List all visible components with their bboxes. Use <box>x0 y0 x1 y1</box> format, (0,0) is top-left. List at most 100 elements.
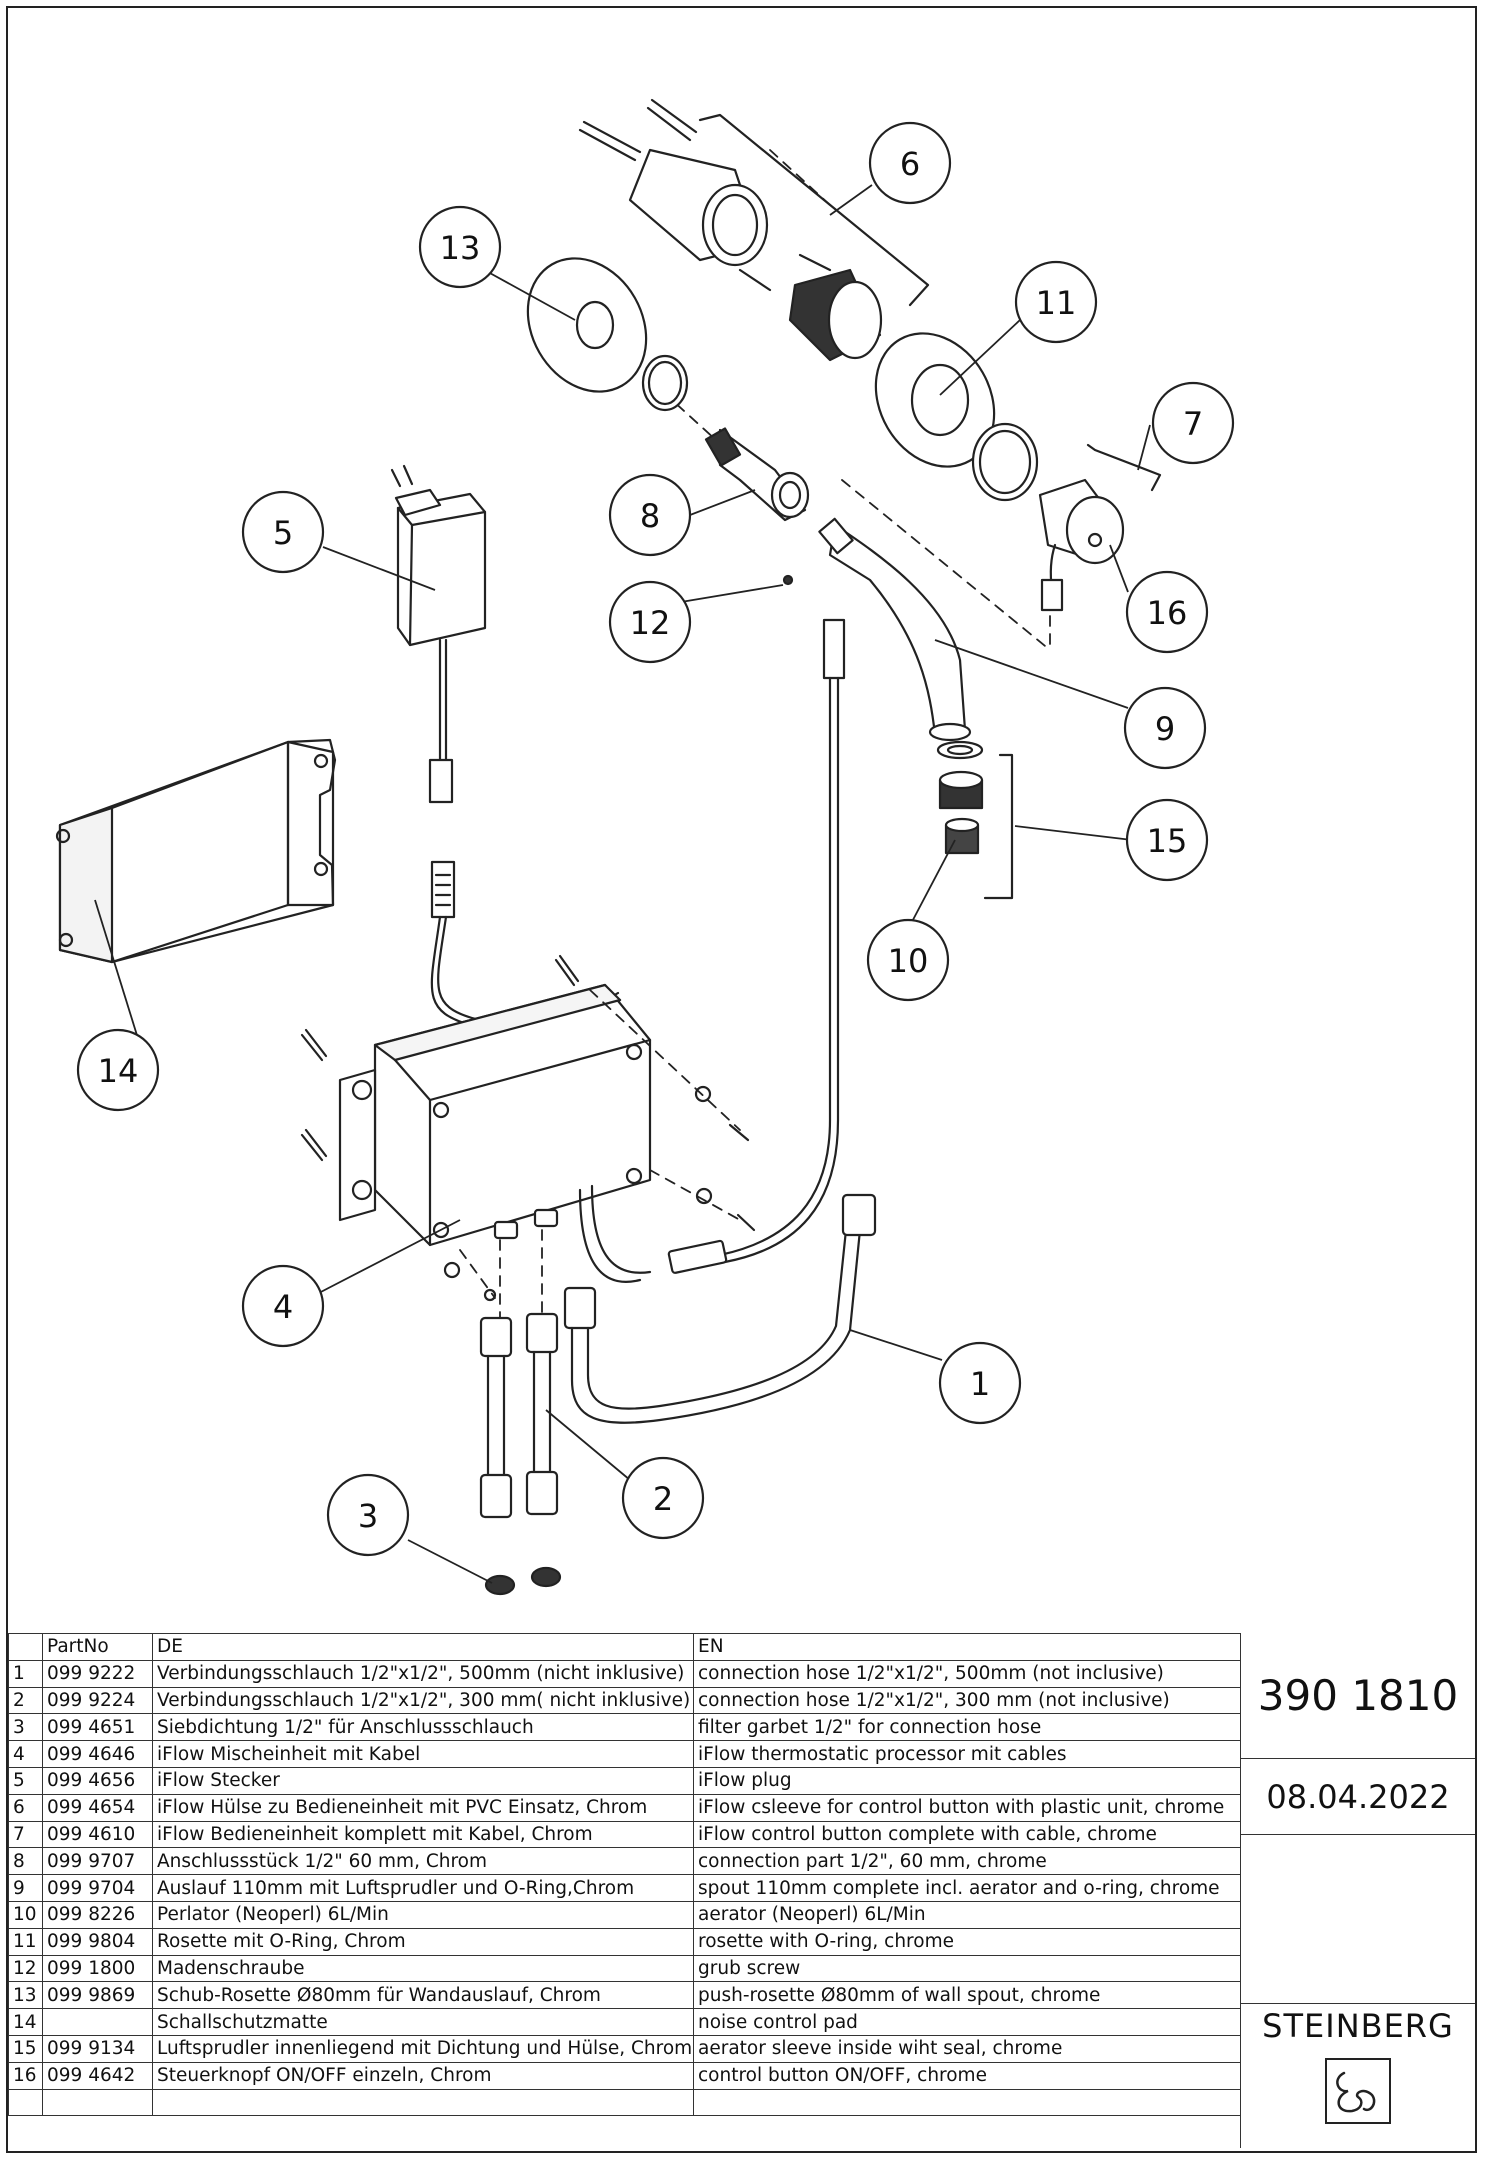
brand-block: STEINBERG <box>1240 2003 1475 2148</box>
bracket-15 <box>983 753 1014 900</box>
cell-en: connection part 1/2", 60 mm, chrome <box>693 1847 1241 1876</box>
power-supply-plug <box>390 464 622 1032</box>
cell-num: 3 <box>8 1713 43 1742</box>
svg-text:9: 9 <box>1155 710 1175 748</box>
cell-de: iFlow Hülse zu Bedieneinheit mit PVC Ein… <box>152 1793 694 1822</box>
cell-partno: 099 4610 <box>42 1820 153 1849</box>
cell-num: 4 <box>8 1740 43 1768</box>
cell-partno: 099 4651 <box>42 1713 153 1742</box>
cell-partno: 099 9704 <box>42 1874 153 1902</box>
cell-de: Madenschraube <box>152 1954 694 1983</box>
callout-8: 8 <box>608 473 692 557</box>
cell-en: iFlow plug <box>693 1766 1241 1795</box>
callout-13: 13 <box>418 205 502 289</box>
cell-num: 7 <box>8 1820 43 1849</box>
svg-text:5: 5 <box>273 514 293 552</box>
callout-9: 9 <box>1123 686 1207 770</box>
cell-de: iFlow Mischeinheit mit Kabel <box>152 1740 694 1768</box>
callout-12: 12 <box>608 580 692 664</box>
cell-en: connection hose 1/2"x1/2", 300 mm (not i… <box>693 1686 1241 1715</box>
cell-partno: 099 9224 <box>42 1686 153 1715</box>
cell-de: Siebdichtung 1/2" für Anschlussschlauch <box>152 1713 694 1742</box>
leader-lines <box>94 184 1151 1584</box>
callout-3: 3 <box>326 1473 410 1557</box>
cell-de: Anschlussstück 1/2" 60 mm, Chrom <box>152 1847 694 1876</box>
cell-en: spout 110mm complete incl. aerator and o… <box>693 1874 1241 1902</box>
cell-num: 14 <box>8 2008 43 2036</box>
svg-text:14: 14 <box>98 1052 139 1090</box>
cell-en: control button ON/OFF, chrome <box>693 2061 1241 2090</box>
svg-text:13: 13 <box>440 229 481 267</box>
header-partno: PartNo <box>42 1633 153 1661</box>
cell-num: 6 <box>8 1793 43 1822</box>
cell-de: Perlator (Neoperl) 6L/Min <box>152 1900 694 1929</box>
svg-text:4: 4 <box>273 1288 293 1326</box>
cell-num: 15 <box>8 2034 43 2063</box>
cell-de <box>152 2088 694 2117</box>
cell-num: 8 <box>8 1847 43 1876</box>
callout-11: 11 <box>1014 260 1098 344</box>
cell-num: 5 <box>8 1766 43 1795</box>
bracket-7 <box>1086 443 1162 492</box>
mixing-unit-box <box>338 983 652 1283</box>
cell-en: iFlow control button complete with cable… <box>693 1820 1241 1849</box>
svg-text:6: 6 <box>900 145 920 183</box>
cell-partno: 099 9134 <box>42 2034 153 2063</box>
cell-en: rosette with O-ring, chrome <box>693 1927 1241 1956</box>
svg-text:2: 2 <box>653 1480 673 1518</box>
cell-partno: 099 9707 <box>42 1847 153 1876</box>
cell-de: Luftsprudler innenliegend mit Dichtung u… <box>152 2034 694 2063</box>
callout-7: 7 <box>1151 381 1235 465</box>
cell-partno: 099 4642 <box>42 2061 153 2090</box>
cell-partno: 099 4646 <box>42 1740 153 1768</box>
control-sleeve <box>578 98 883 362</box>
cell-de: Verbindungsschlauch 1/2"x1/2", 500mm (ni… <box>152 1659 694 1688</box>
filter-seals <box>484 1566 562 1596</box>
cell-en: noise control pad <box>693 2008 1241 2036</box>
spout <box>818 517 972 742</box>
cell-en: push-rosette Ø80mm of wall spout, chrome <box>693 1981 1241 2010</box>
control-cable <box>667 618 846 1274</box>
cell-num: 16 <box>8 2061 43 2090</box>
title-block-spacer <box>1240 1835 1475 2003</box>
noise-control-pad <box>55 738 337 964</box>
cell-num <box>8 2088 43 2117</box>
svg-text:8: 8 <box>640 497 660 535</box>
cell-en: aerator sleeve inside wiht seal, chrome <box>693 2034 1241 2063</box>
callout-1: 1 <box>938 1341 1022 1425</box>
svg-text:3: 3 <box>358 1497 378 1535</box>
cell-partno: 099 9804 <box>42 1927 153 1956</box>
cell-de: Steuerknopf ON/OFF einzeln, Chrom <box>152 2061 694 2090</box>
svg-text:1: 1 <box>970 1365 990 1403</box>
brand-name: STEINBERG <box>1262 2007 1454 2045</box>
title-block: 390 1810 08.04.2022 STEINBERG <box>1240 1633 1475 2148</box>
cell-en: iFlow thermostatic processor mit cables <box>693 1740 1241 1768</box>
exploded-view-drawing: 1 2 3 4 5 6 7 8 9 10 11 12 13 14 15 16 <box>55 98 1235 1596</box>
header-de: DE <box>152 1633 694 1661</box>
cell-en: iFlow csleeve for control button with pl… <box>693 1793 1241 1822</box>
push-rosette <box>526 257 689 412</box>
cell-num: 10 <box>8 1900 43 1929</box>
cell-en: connection hose 1/2"x1/2", 500mm (not in… <box>693 1659 1241 1688</box>
svg-text:12: 12 <box>630 604 671 642</box>
drawing-date: 08.04.2022 <box>1240 1759 1475 1835</box>
cell-de: iFlow Bedieneinheit komplett mit Kabel, … <box>152 1820 694 1849</box>
cell-de: iFlow Stecker <box>152 1766 694 1795</box>
cell-en: filter garbet 1/2" for connection hose <box>693 1713 1241 1742</box>
aerator-assembly <box>936 740 984 855</box>
cell-en: grub screw <box>693 1954 1241 1983</box>
cell-num: 1 <box>8 1659 43 1688</box>
cell-de: Rosette mit O-Ring, Chrom <box>152 1927 694 1956</box>
cell-partno: 099 8226 <box>42 1900 153 1929</box>
cell-partno <box>42 2008 153 2036</box>
